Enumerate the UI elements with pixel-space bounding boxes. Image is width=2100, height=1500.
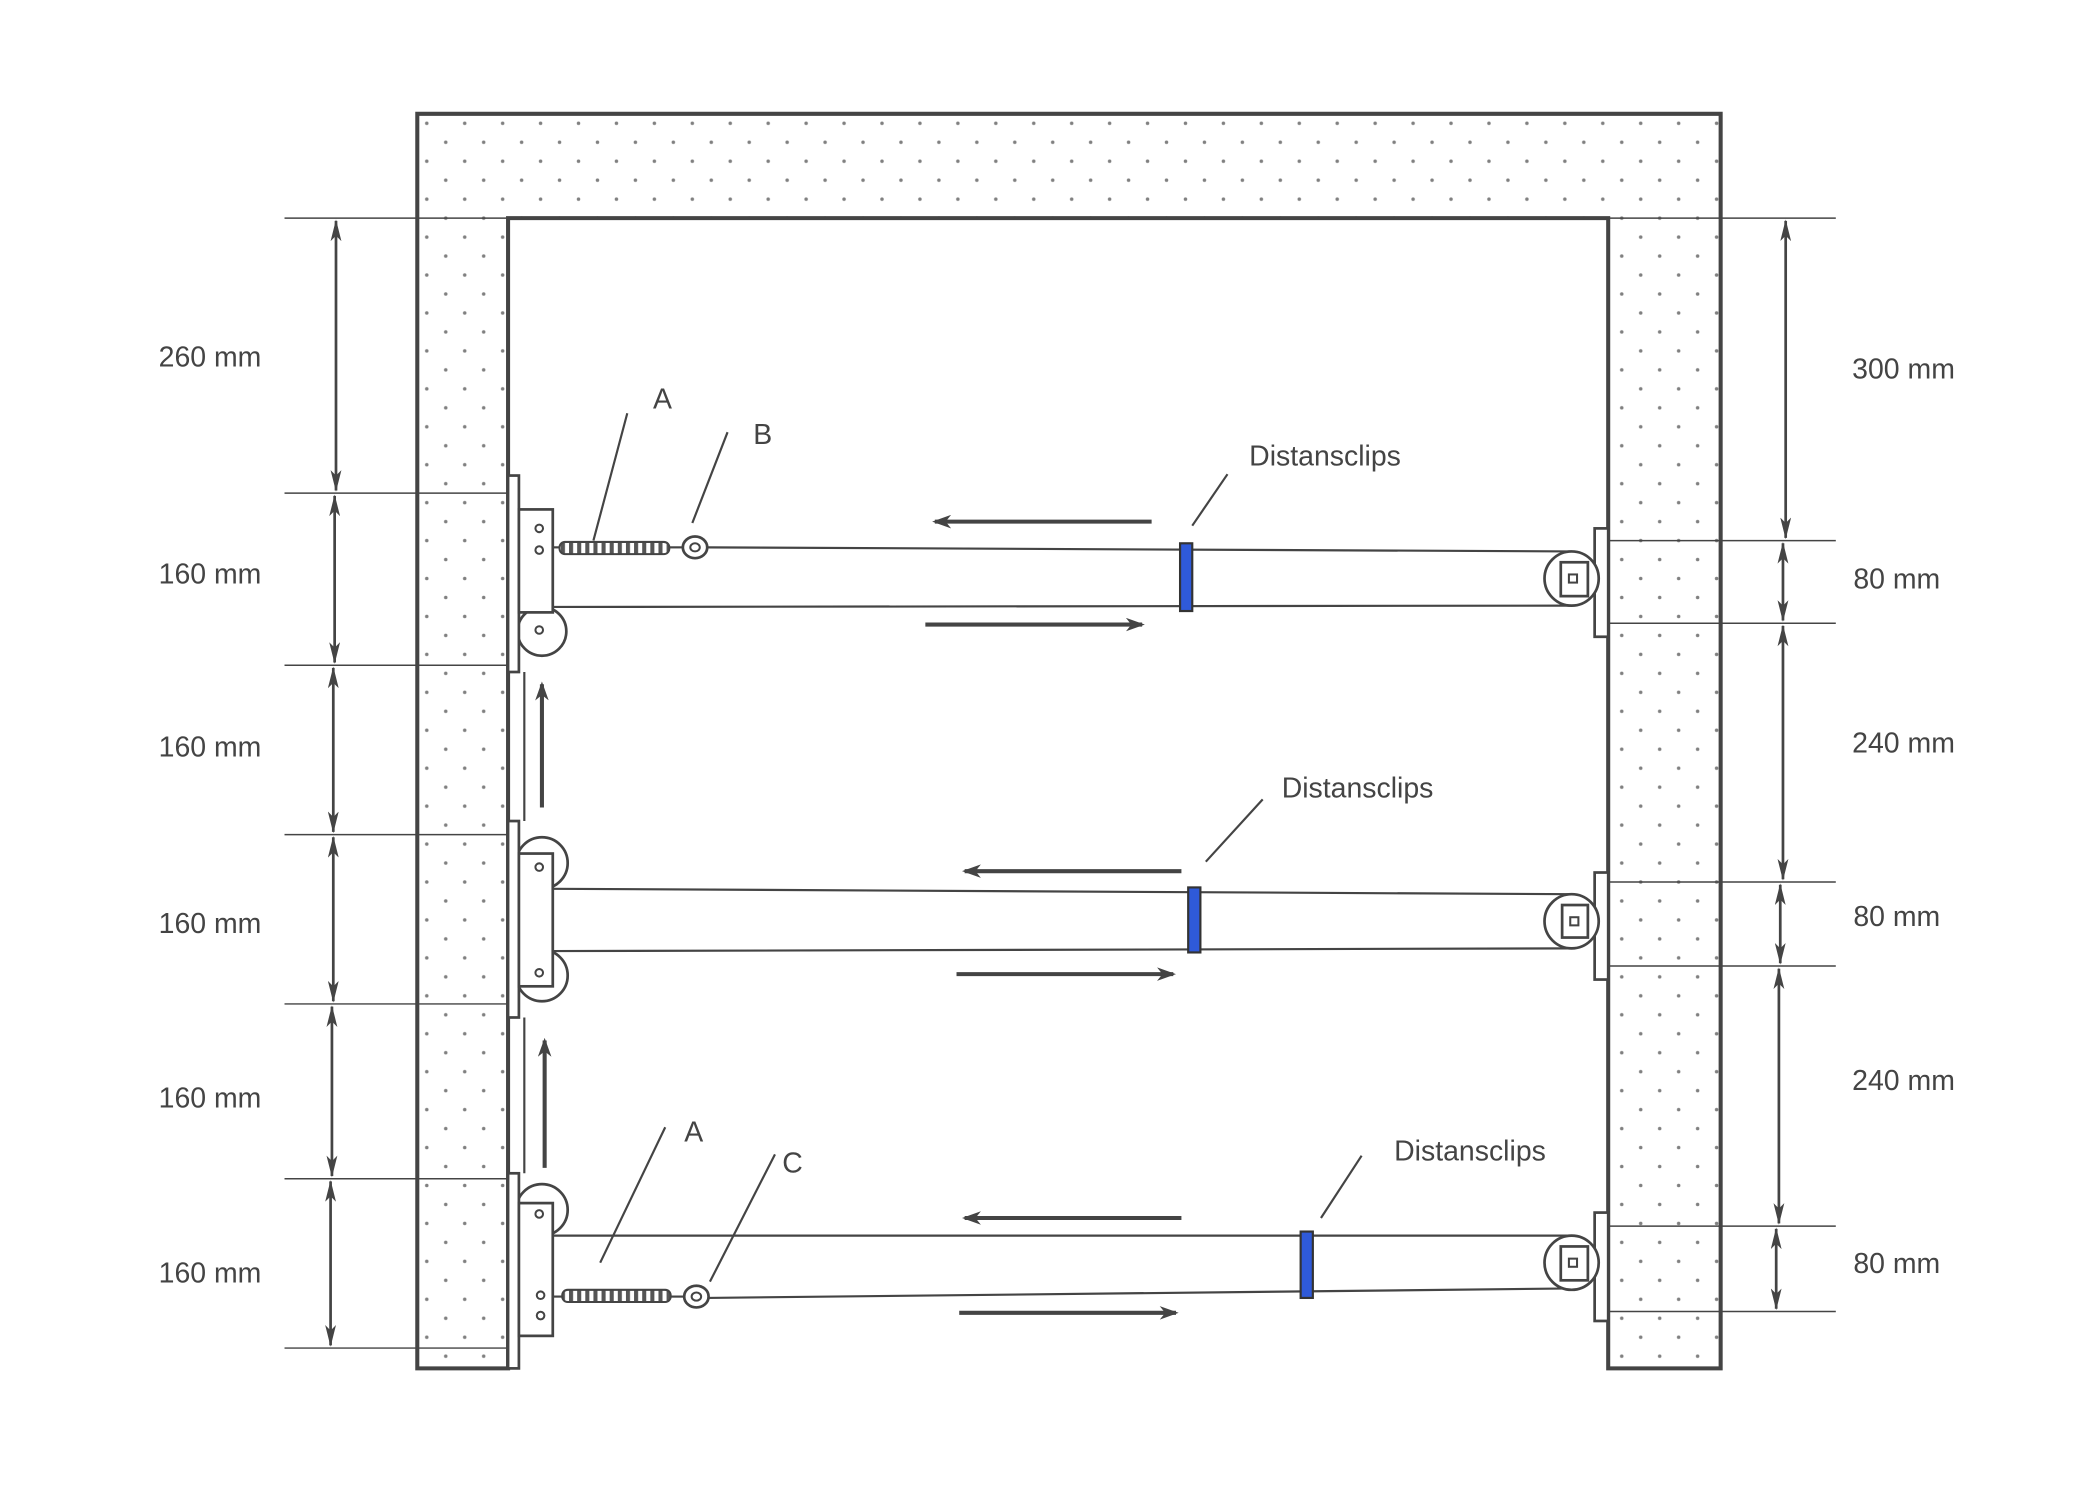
cable-upper (707, 546, 1572, 553)
pulley-axle (1567, 1257, 1579, 1268)
distance-clip (1187, 886, 1202, 954)
pulley-axle (534, 862, 545, 872)
pulley-axle (534, 625, 545, 635)
turnbuckle (561, 1288, 672, 1304)
pulley-axle (1569, 916, 1580, 927)
dimension-label: 160 mm (159, 558, 262, 590)
pulley-axle (534, 967, 545, 978)
left-bracket (517, 1201, 555, 1338)
distance-clip (1178, 542, 1194, 613)
bolt-hole (534, 523, 545, 534)
cable-eye-inner (689, 542, 701, 553)
dimension-label: 300 mm (1852, 354, 1955, 386)
cable-row-top: A B Distansclips (506, 384, 1610, 674)
clip-label: Distansclips (1249, 440, 1401, 472)
callout-label-c: C (782, 1148, 803, 1180)
cable-row-bottom: A C Distansclips (506, 1117, 1610, 1370)
callout-label-a: A (653, 384, 672, 416)
left-dimension-chain: 260 mm 160 mm 160 mm 160 mm 160 mm 160 m… (159, 217, 509, 1349)
cable-eye-inner (690, 1291, 703, 1302)
dimension-label: 260 mm (159, 342, 262, 374)
callout-leader (1320, 1155, 1363, 1219)
right-dimension-chain: 300 mm 80 mm 240 mm 80 mm 240 mm 80 mm (1608, 217, 1955, 1313)
callout-label-a: A (684, 1117, 703, 1149)
pulley-axle (534, 1209, 545, 1219)
dimension-label: 160 mm (159, 908, 262, 940)
concrete-frame (415, 111, 1723, 1371)
dimension-label: 80 mm (1853, 1248, 1940, 1280)
cable-lower (552, 947, 1572, 953)
clip-label: Distansclips (1394, 1135, 1546, 1167)
callout-leader (599, 1126, 667, 1264)
dimension-label: 80 mm (1853, 901, 1940, 933)
dimension-label: 240 mm (1852, 1065, 1955, 1097)
cable-row-middle: Distansclips (506, 772, 1610, 1019)
callout-leader (708, 1153, 776, 1283)
turnbuckle (558, 540, 671, 556)
dimension-label: 160 mm (159, 732, 262, 764)
dimension-label: 160 mm (159, 1257, 262, 1289)
callout-leader (1191, 473, 1229, 527)
bolt-hole (535, 1310, 546, 1321)
clip-label: Distansclips (1282, 772, 1434, 804)
left-mount-plate (506, 819, 521, 1019)
pulley-axle (1567, 573, 1579, 584)
left-bracket (517, 852, 555, 988)
left-mount-plate (506, 1171, 521, 1370)
cable-upper (552, 887, 1572, 896)
distance-clip (1299, 1230, 1314, 1300)
dimension-label: 240 mm (1852, 728, 1955, 760)
dimension-label: 80 mm (1853, 564, 1940, 596)
callout-leader (1205, 798, 1264, 863)
callout-label-b: B (753, 419, 772, 451)
bolt-hole (534, 545, 545, 555)
left-bracket (517, 508, 555, 614)
cable-lower (707, 1287, 1572, 1300)
left-mount-plate (506, 474, 521, 674)
cable-lower (552, 604, 1572, 609)
dimension-label: 160 mm (159, 1083, 262, 1115)
bolt-hole (535, 1290, 546, 1301)
callout-leader (592, 412, 629, 541)
callout-leader (691, 431, 729, 524)
